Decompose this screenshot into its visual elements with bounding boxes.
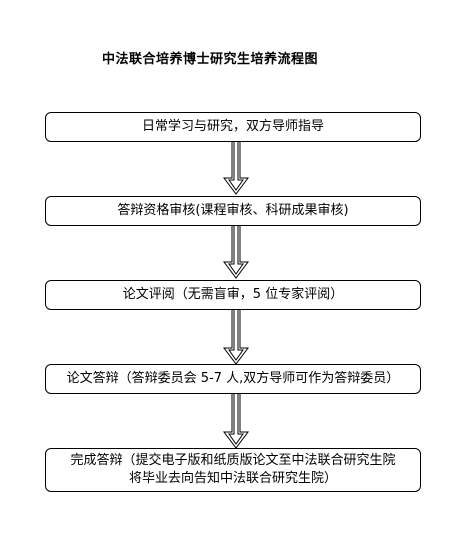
- step-4-label: 论文答辩（答辩委员会 5-7 人,双方导师可作为答辩委员）: [66, 371, 400, 386]
- step-2-label: 答辩资格审核(课程审核、科研成果审核): [117, 203, 349, 218]
- step-1-label: 日常学习与研究，双方导师指导: [141, 119, 324, 134]
- down-arrow-2: [223, 226, 249, 279]
- down-arrow-1: [223, 142, 249, 195]
- step-thesis-defense: 论文答辩（答辩委员会 5-7 人,双方导师可作为答辩委员）: [45, 364, 421, 394]
- step-complete-defense: 完成答辩（提交电子版和纸质版论文至中法联合研究生院 将毕业去向告知中法联合研究生…: [45, 448, 421, 492]
- down-arrow-3: [223, 310, 249, 365]
- step-3-label: 论文评阅（无需盲审，5 位专家评阅）: [122, 287, 344, 302]
- step-5-label-line-1: 完成答辩（提交电子版和纸质版论文至中法联合研究生院: [70, 453, 396, 468]
- step-qualification-review: 答辩资格审核(课程审核、科研成果审核): [45, 196, 421, 226]
- diagram-title: 中法联合培养博士研究生培养流程图: [101, 52, 318, 67]
- down-arrow-4: [223, 394, 249, 449]
- step-thesis-review: 论文评阅（无需盲审，5 位专家评阅）: [45, 280, 421, 310]
- step-5-label-line-2: 将毕业去向告知中法联合研究生院）: [128, 471, 337, 486]
- step-daily-study: 日常学习与研究，双方导师指导: [45, 112, 421, 142]
